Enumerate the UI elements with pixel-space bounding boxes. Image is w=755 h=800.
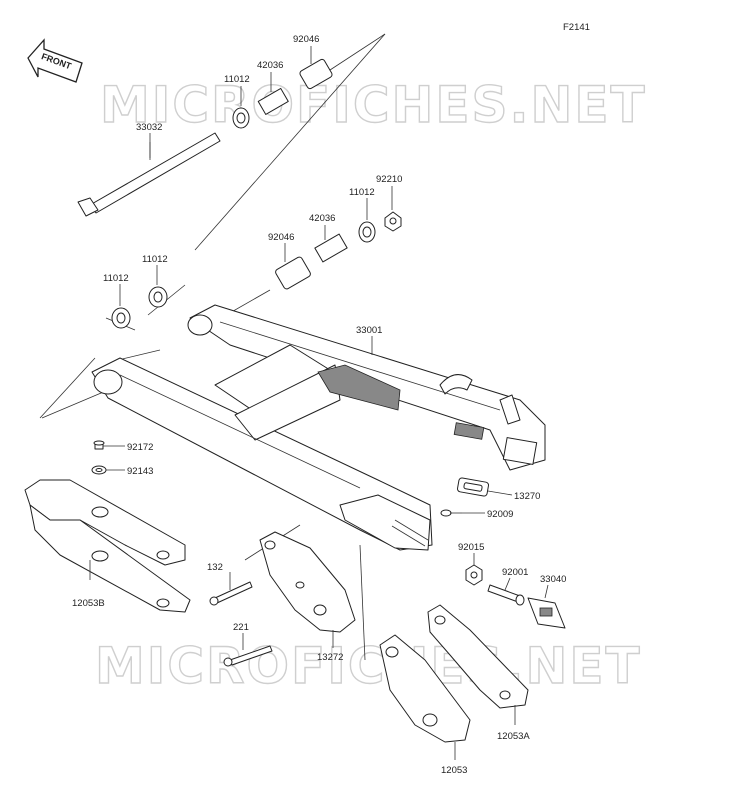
- label-92009: 92009: [487, 509, 513, 520]
- label-11012-left-a: 11012: [142, 254, 168, 265]
- label-221: 221: [233, 622, 249, 633]
- label-11012-top: 11012: [224, 74, 250, 85]
- figure-code: F2141: [563, 22, 590, 33]
- part-11012-left-seal-b[interactable]: [111, 307, 131, 329]
- part-92046-mid-bearing[interactable]: [275, 256, 312, 290]
- label-12053B: 12053B: [72, 598, 105, 609]
- part-11012-mid-seal[interactable]: [358, 221, 376, 243]
- part-13270-plate[interactable]: [456, 477, 490, 497]
- label-132: 132: [207, 562, 223, 573]
- label-92143: 92143: [127, 466, 153, 477]
- part-221-bolt[interactable]: [223, 645, 273, 667]
- part-33001-swingarm[interactable]: [91, 304, 546, 551]
- leader-lines: [89, 46, 549, 760]
- label-13272: 13272: [317, 652, 343, 663]
- part-42036-mid-collar[interactable]: [314, 233, 348, 263]
- part-33040-block[interactable]: [527, 597, 566, 629]
- front-arrow-icon: FRONT: [27, 38, 83, 83]
- part-33032-axle[interactable]: [77, 132, 221, 217]
- part-92172-bolt[interactable]: [93, 440, 105, 450]
- part-11012-left-seal-a[interactable]: [148, 286, 168, 308]
- watermark-top: MICROFICHES.NET: [100, 76, 647, 134]
- label-13270: 13270: [514, 491, 540, 502]
- label-92172: 92172: [127, 442, 153, 453]
- part-92143-washer[interactable]: [91, 465, 107, 475]
- label-42036-top: 42036: [257, 60, 283, 71]
- label-33032: 33032: [136, 122, 162, 133]
- label-42036-mid: 42036: [309, 213, 335, 224]
- part-92046-top-bearing[interactable]: [299, 58, 333, 90]
- label-11012-mid: 11012: [349, 187, 375, 198]
- part-92001-bolt[interactable]: [487, 584, 525, 606]
- part-92009-screw[interactable]: [440, 509, 462, 517]
- part-12053-chain-guide[interactable]: [379, 634, 471, 743]
- label-12053A: 12053A: [497, 731, 530, 742]
- label-92015: 92015: [458, 542, 484, 553]
- label-92001: 92001: [502, 567, 528, 578]
- part-12053B-chain-guide[interactable]: [24, 479, 191, 613]
- label-33001: 33001: [356, 325, 382, 336]
- part-12053A-chain-guide[interactable]: [427, 604, 529, 709]
- part-132-bolt[interactable]: [209, 581, 253, 606]
- part-92015-nut[interactable]: [465, 564, 483, 586]
- part-92210-nut[interactable]: [384, 211, 402, 232]
- part-42036-top-collar[interactable]: [257, 87, 289, 115]
- label-92210: 92210: [376, 174, 402, 185]
- label-92046-top: 92046: [293, 34, 319, 45]
- label-11012-left-b: 11012: [103, 273, 129, 284]
- label-33040: 33040: [540, 574, 566, 585]
- label-92046-mid: 92046: [268, 232, 294, 243]
- label-12053: 12053: [441, 765, 467, 776]
- watermark-bottom: MICROFICHES.NET: [95, 637, 642, 695]
- part-13272-bracket[interactable]: [259, 531, 356, 633]
- part-11012-top-seal[interactable]: [232, 107, 250, 129]
